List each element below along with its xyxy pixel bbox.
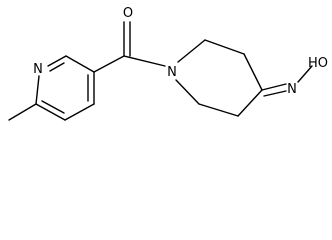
piperidine-bond-c6-n: [175, 79, 200, 105]
oxime-double-bond-a: [261, 83, 287, 91]
atom-label-carbonyl-o: O: [123, 6, 133, 21]
piperidine-bond-c4-c5: [237, 89, 263, 117]
atom-label-hydroxyl: HO: [308, 56, 328, 71]
carbonyl-amide-bond: [123, 55, 166, 67]
atom-label-piperidine-n: N: [167, 65, 177, 80]
atom-label-pyridine-n: N: [33, 62, 43, 77]
pyridine-bond-c6-n1: [35, 75, 40, 105]
pyridine-bond-c5-c4: [64, 103, 95, 121]
oxime-n-o-bond: [297, 65, 313, 83]
pyridine-bond-c6-c5: [35, 103, 66, 121]
piperidine-bond-c5-c6: [198, 103, 239, 117]
pyridine-bond-c2-n1-inner: [49, 62, 65, 72]
piperidine-bond-n-c2: [177, 39, 206, 63]
aryl-carbonyl-bond: [93, 55, 125, 73]
piperidine-bond-c2-c3: [204, 39, 245, 55]
pyridine-bond-c3-c2: [65, 55, 95, 73]
oxime-double-bond-b: [263, 90, 287, 97]
atom-label-oxime-n: N: [287, 82, 297, 97]
pyridine-bond-c6-c5-inner: [41, 100, 65, 114]
pyridine-bond-c2-n1: [47, 55, 67, 67]
piperidine-bond-c3-c4: [243, 53, 263, 91]
methyl-bond: [8, 103, 37, 121]
chemical-structure-diagram: N O N N HO: [8, 6, 328, 121]
